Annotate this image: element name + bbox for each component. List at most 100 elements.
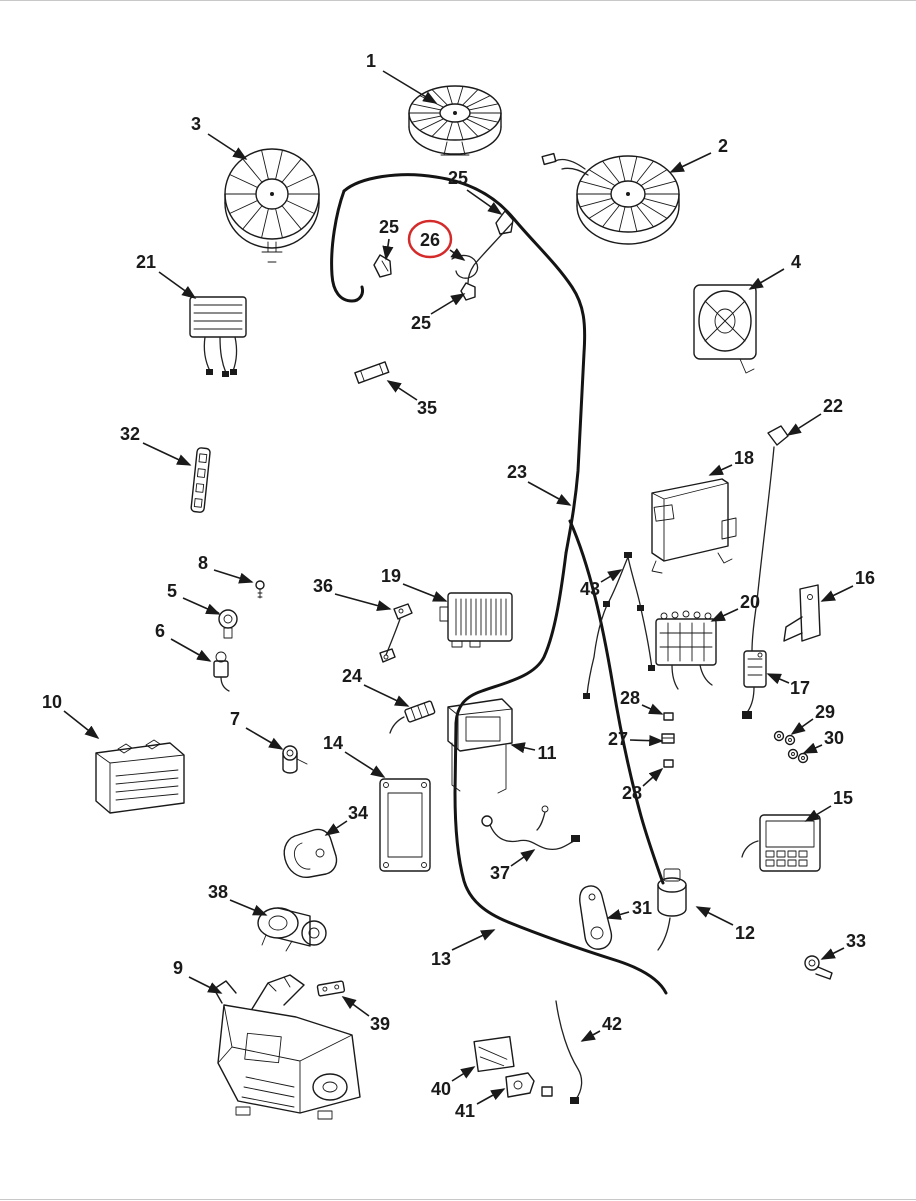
leader-arrow-7 (245, 727, 284, 750)
part-callout-7: 7 (230, 709, 284, 750)
bracket-18 (651, 478, 737, 574)
part-callout-23: 23 (507, 462, 572, 506)
component-drawings (95, 85, 833, 1120)
part-callout-4: 4 (748, 252, 801, 290)
ground-strap-36 (379, 603, 413, 663)
part-callout-30: 30 (802, 728, 844, 754)
part-label-14: 14 (323, 733, 343, 753)
part-label-18: 18 (734, 448, 754, 468)
leader-arrow-34 (324, 820, 348, 836)
part-callout-15: 15 (804, 788, 853, 822)
part-label-33: 33 (846, 931, 866, 951)
leader-arrow-9 (188, 976, 223, 994)
terminal-strip-32 (190, 447, 211, 513)
part-label-34: 34 (348, 803, 368, 823)
part-callout-32: 32 (120, 424, 192, 466)
leader-arrow-4 (748, 268, 785, 290)
part-label-20: 20 (740, 592, 760, 612)
fan-2-pigtail (541, 152, 589, 176)
bracket-41 (505, 1072, 553, 1098)
leader-arrow-33 (820, 947, 845, 960)
part-label-26: 26 (420, 230, 440, 250)
display-unit-15 (741, 814, 821, 872)
part-label-28a: 28 (620, 688, 640, 708)
part-label-38: 38 (208, 882, 228, 902)
part-callout-33: 33 (820, 931, 866, 960)
leader-arrow-24 (363, 684, 410, 707)
fan-4-side (693, 284, 757, 374)
part-label-19: 19 (381, 566, 401, 586)
leader-arrow-10 (63, 710, 100, 739)
axial-fan-3 (224, 148, 320, 249)
part-label-36: 36 (313, 576, 333, 596)
part-label-25b: 25 (379, 217, 399, 237)
engine-assembly-9 (213, 974, 361, 1120)
part-label-11: 11 (537, 743, 556, 763)
blower-fan-2 (576, 155, 680, 245)
fuse-box-20 (655, 610, 717, 690)
part-callout-10: 10 (42, 692, 100, 739)
bracket-34 (283, 828, 338, 878)
part-label-16: 16 (855, 568, 875, 588)
part-callout-1: 1 (366, 51, 438, 104)
control-module-21 (189, 296, 247, 377)
part-label-39: 39 (370, 1014, 390, 1034)
part-label-8: 8 (198, 553, 208, 573)
part-callout-5: 5 (167, 581, 221, 615)
part-label-1: 1 (366, 51, 376, 71)
part-label-40: 40 (431, 1079, 451, 1099)
leader-arrow-35 (386, 380, 418, 401)
part-label-5: 5 (167, 581, 177, 601)
part-label-24: 24 (342, 666, 362, 686)
part-callout-13: 13 (431, 929, 496, 969)
part-label-21: 21 (136, 252, 156, 272)
part-callout-26: 26 (407, 219, 466, 261)
leader-arrow-25a (466, 189, 503, 215)
part-label-25c: 25 (411, 313, 431, 333)
branch-wires-43 (583, 552, 655, 699)
part-label-13: 13 (431, 949, 451, 969)
leader-arrow-25c (430, 293, 466, 315)
part-label-35: 35 (417, 398, 437, 418)
connector-24 (389, 700, 436, 734)
part-callout-25c: 25 (411, 293, 466, 333)
clamp-33 (804, 955, 833, 980)
harness-clip-26 (451, 254, 479, 279)
leader-arrow-32 (142, 442, 192, 466)
part-callout-11: 11 (510, 742, 557, 763)
sensor-6 (213, 651, 230, 692)
part-label-31: 31 (632, 898, 652, 918)
part-callout-37: 37 (490, 849, 536, 883)
part-callout-29: 29 (790, 702, 835, 735)
part-callout-24: 24 (342, 666, 410, 707)
leader-arrow-39 (341, 996, 370, 1017)
part-callout-28b: 28 (622, 767, 664, 803)
part-label-12: 12 (735, 923, 755, 943)
leader-arrow-31 (606, 909, 630, 920)
fitting-7 (282, 745, 308, 774)
relay-17 (742, 650, 767, 719)
part-label-4: 4 (791, 252, 801, 272)
leader-arrow-5 (182, 597, 221, 615)
part-callout-27: 27 (608, 729, 664, 749)
part-label-9: 9 (173, 958, 183, 978)
part-callout-3: 3 (191, 114, 248, 160)
leader-arrow-41 (476, 1088, 506, 1105)
part-callout-40: 40 (431, 1066, 476, 1099)
leader-arrow-20 (710, 608, 739, 622)
starter-motor-38 (257, 907, 327, 952)
fittings-29-30 (773, 730, 809, 764)
part-label-22: 22 (823, 396, 843, 416)
leader-arrow-15 (804, 805, 832, 822)
part-label-27: 27 (608, 729, 628, 749)
part-label-30: 30 (824, 728, 844, 748)
bracket-39 (316, 980, 346, 997)
part-label-17: 17 (790, 678, 810, 698)
part-label-41: 41 (455, 1101, 475, 1121)
part-callout-21: 21 (136, 252, 197, 299)
wiring-harness-23 (330, 173, 668, 995)
leader-arrow-13 (451, 929, 496, 951)
solenoid-12 (657, 868, 687, 951)
